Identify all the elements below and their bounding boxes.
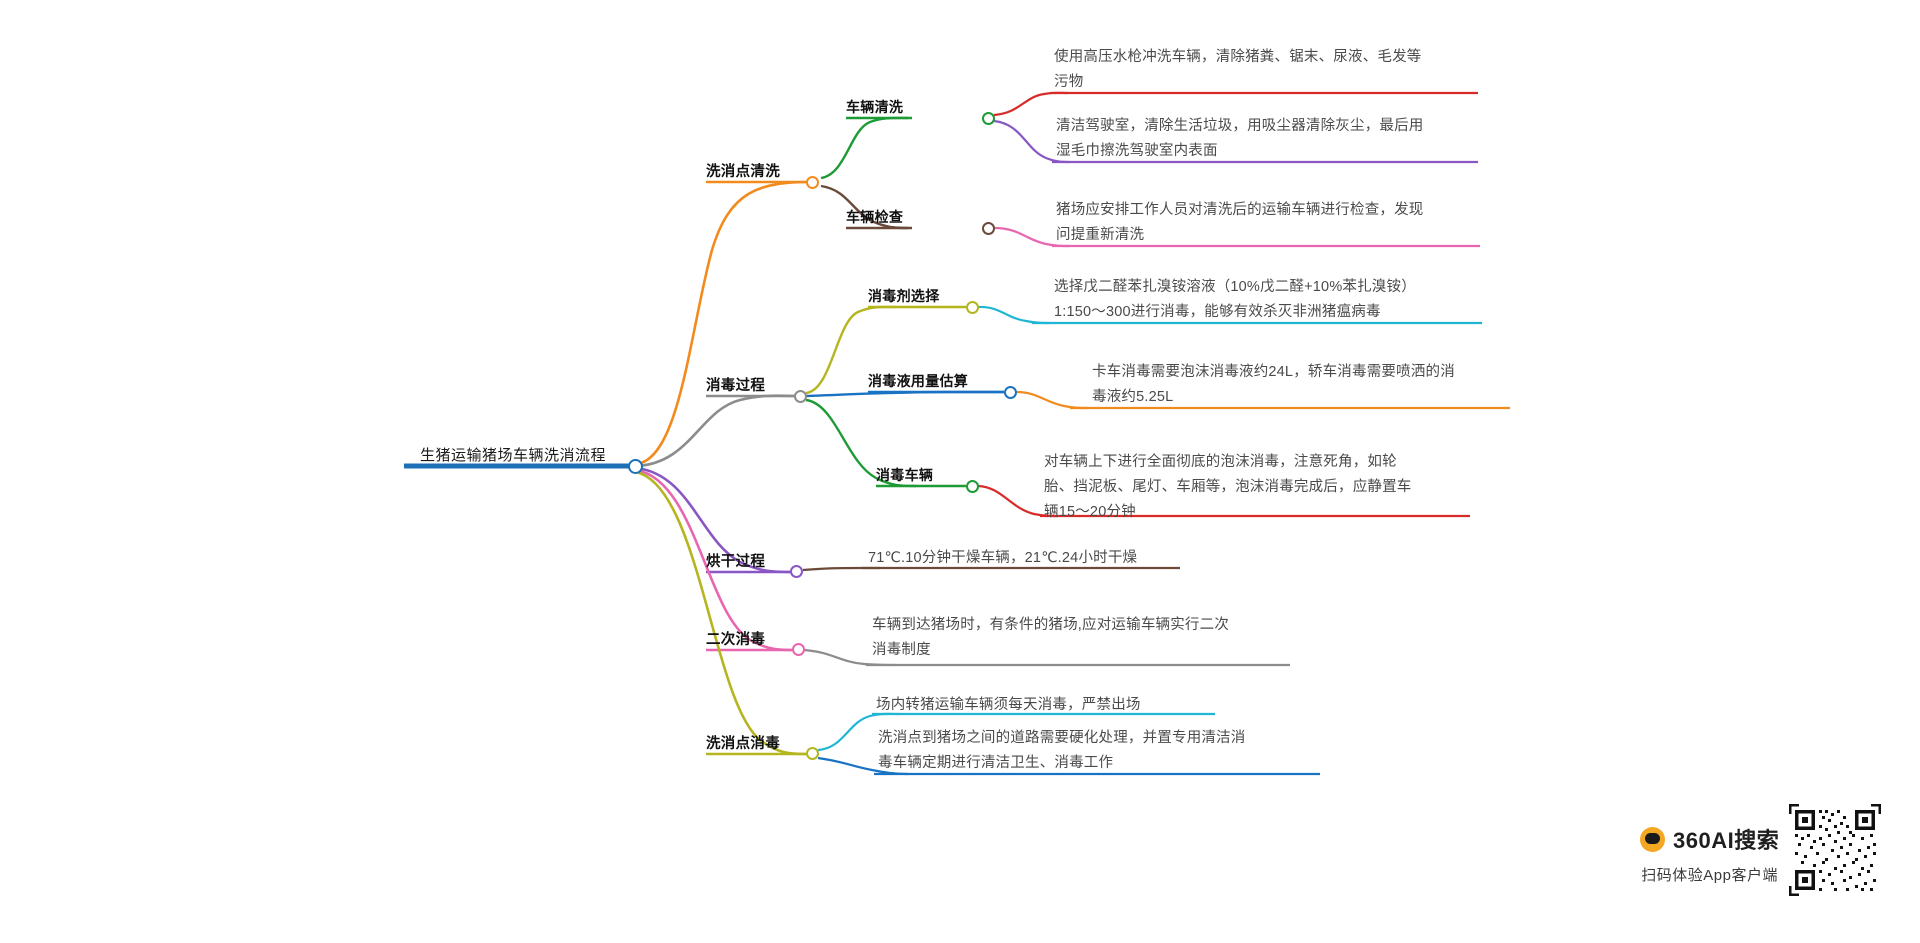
node-dot-cheliangjiancha[interactable] xyxy=(982,222,995,235)
edge-root-xiaoxiaodianqingxi xyxy=(635,180,813,466)
branch-dot-xiaoxiaodianxiaodu[interactable] xyxy=(806,747,819,760)
root-node-label[interactable]: 生猪运输猪场车辆洗消流程 xyxy=(420,447,607,464)
edge-l1-2-to-yongliang xyxy=(805,390,1004,398)
leaf-text-xiaodujixuanze-1: 选择戊二醛苯扎溴铵溶液（10%戊二醛+10%苯扎溴铵） 1:150～300进行消… xyxy=(1054,279,1416,320)
branch-dot-honggan[interactable] xyxy=(790,565,803,578)
branch-label-ercixiaodu[interactable]: 二次消毒 xyxy=(706,632,766,648)
leaf-text-xiaoxiaodianxiaodu-2: 洗消点到猪场之间的道路需要硬化处理，并置专用清洁消 毒车辆定期进行清洁卫生、消毒… xyxy=(878,730,1246,771)
node-label-cheliangqingxi[interactable]: 车辆清洗 xyxy=(846,99,904,115)
edge-l2-xiaodujixuanze-leaf1 xyxy=(977,305,1051,325)
branch-label-honggan[interactable]: 烘干过程 xyxy=(706,554,766,570)
edge-l2-cheliangqingxi-leaf1 xyxy=(993,91,1069,117)
leaf-text-cheliangjiancha-1: 猪场应安排工作人员对清洗后的运输车辆进行检查，发现 问提重新清洗 xyxy=(1056,202,1424,243)
edge-l1-1-to-cheliangqingxi xyxy=(820,116,909,180)
node-label-cheliangjiancha[interactable]: 车辆检查 xyxy=(846,209,904,225)
branch-label-xiaoxiaodianxiaodu[interactable]: 洗消点消毒 xyxy=(706,736,780,752)
node-dot-cheliangqingxi[interactable] xyxy=(982,112,995,125)
branch-dot-ercixiaodu[interactable] xyxy=(792,643,805,656)
leaf-text-cheliangqingxi-1: 使用高压水枪冲洗车辆，清除猪粪、锯末、尿液、毛发等 污物 xyxy=(1054,49,1422,90)
node-dot-xiaoducheliang[interactable] xyxy=(966,480,979,493)
chat-bubble-icon xyxy=(1640,826,1665,852)
leaf-text-cheliangqingxi-2: 清洁驾驶室，清除生活垃圾，用吸尘器清除灰尘，最后用 湿毛巾擦洗驾驶室内表面 xyxy=(1056,118,1424,159)
branch-label-xiaoxiaodianqingxi[interactable]: 洗消点清洗 xyxy=(706,164,780,180)
watermark-brand-text: 360AI搜索 xyxy=(1673,828,1780,853)
watermark: 360AI搜索 扫码体验App客户端 xyxy=(1640,823,1779,885)
leaf-text-xiaoducheliang-1: 对车辆上下进行全面彻底的泡沫消毒，注意死角，如轮 胎、挡泥板、尾灯、车厢等，泡沫… xyxy=(1044,454,1412,520)
root-node-dot[interactable] xyxy=(628,459,643,474)
edge-l2-yongliang-leaf1 xyxy=(1015,390,1089,410)
node-dot-yongliangusuan[interactable] xyxy=(1004,386,1017,399)
node-label-yongliangusuan[interactable]: 消毒液用量估算 xyxy=(868,373,969,389)
node-label-xiaodujixuanze[interactable]: 消毒剂选择 xyxy=(868,288,940,304)
leaf-text-ercixiaodu-1: 车辆到达猪场时，有条件的猪场,应对运输车辆实行二次 消毒制度 xyxy=(872,617,1230,658)
leaf-text-yongliangusuan-1: 卡车消毒需要泡沫消毒液约24L，轿车消毒需要喷洒的消 毒液约5.25L xyxy=(1092,364,1455,405)
branch-dot-xiaoxiaodianqingxi[interactable] xyxy=(806,176,819,189)
leaf-text-xiaoxiaodianxiaodu-1: 场内转猪运输车辆须每天消毒，严禁出场 xyxy=(876,697,1141,713)
branch-label-xiaoduguocheng[interactable]: 消毒过程 xyxy=(706,378,766,394)
watermark-subtitle: 扫码体验App客户端 xyxy=(1641,867,1778,884)
node-label-xiaoducheliang[interactable]: 消毒车辆 xyxy=(876,467,934,483)
leaf-text-honggan-1: 71℃.10分钟干燥车辆，21℃.24小时干燥 xyxy=(868,550,1138,566)
qr-code xyxy=(1785,800,1885,900)
edge-root-xiaoxiaodianxiaodu xyxy=(635,470,807,756)
watermark-brand-row: 360AI搜索 xyxy=(1640,823,1779,855)
node-dot-xiaodujixuanze[interactable] xyxy=(966,301,979,314)
edge-root-xiaoduguocheng xyxy=(635,394,796,468)
branch-dot-xiaoduguocheng[interactable] xyxy=(794,390,807,403)
